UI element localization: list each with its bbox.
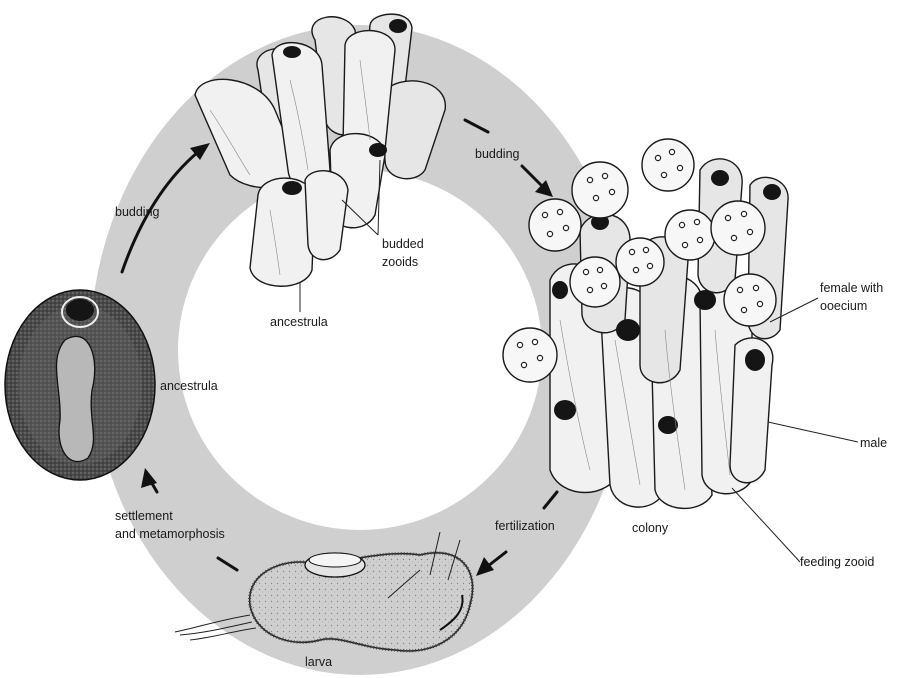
settled-ancestrula bbox=[5, 290, 155, 480]
label-fertilization: fertilization bbox=[495, 519, 555, 533]
label-female-2: ooecium bbox=[820, 299, 867, 313]
label-colony: colony bbox=[632, 521, 669, 535]
label-ancestrula-top: ancestrula bbox=[270, 315, 328, 329]
label-larva: larva bbox=[305, 655, 332, 669]
label-budding-top: budding bbox=[475, 147, 520, 161]
label-female-1: female with bbox=[820, 281, 883, 295]
label-male: male bbox=[860, 436, 887, 450]
label-settlement-2: and metamorphosis bbox=[115, 527, 225, 541]
label-feeding-zooid: feeding zooid bbox=[800, 555, 874, 569]
label-settlement-1: settlement bbox=[115, 509, 173, 523]
label-budded-zooids-1: budded bbox=[382, 237, 424, 251]
label-ancestrula-left: ancestrula bbox=[160, 379, 218, 393]
label-budded-zooids-2: zooids bbox=[382, 255, 418, 269]
label-budding-left: budding bbox=[115, 205, 160, 219]
